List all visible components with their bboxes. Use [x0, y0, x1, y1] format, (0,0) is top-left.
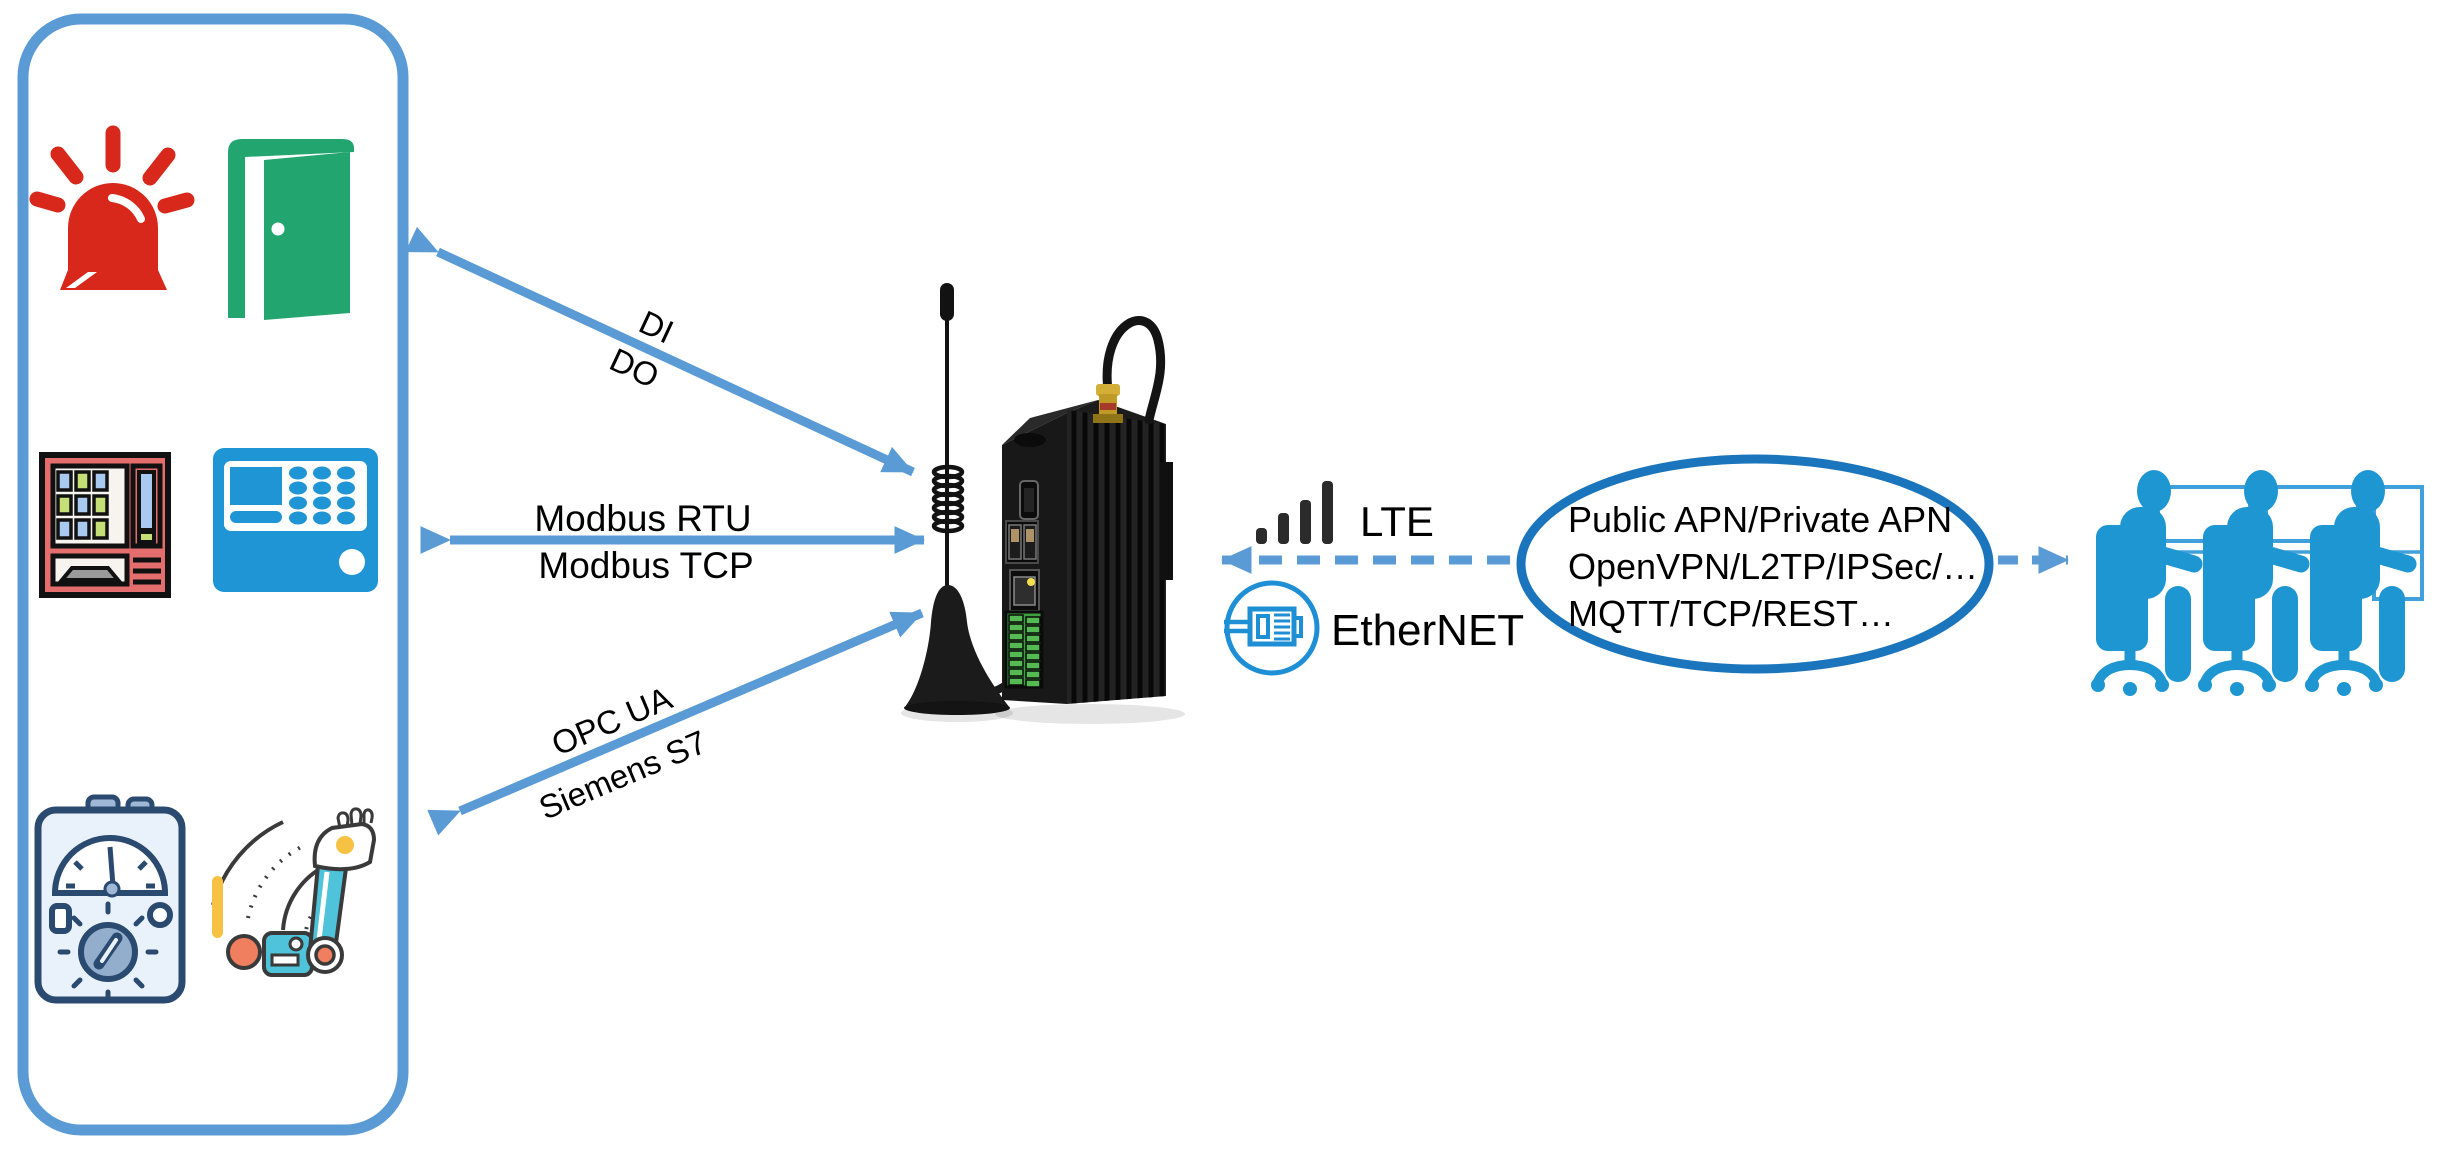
operator-1 [2091, 470, 2194, 696]
terminal-block [1004, 610, 1044, 689]
magnetic-base [904, 585, 1010, 708]
ellipse-line-2: OpenVPN/L2TP/IPSec/… [1568, 546, 1978, 587]
meter-icon [34, 794, 186, 1004]
whip-antenna [904, 283, 1010, 715]
robot-arm-icon [211, 807, 377, 977]
operators-at-desks-icon [2091, 470, 2424, 696]
alarm-light-icon [29, 125, 195, 290]
arrow-opc [427, 608, 924, 836]
ellipse-line-1: Public APN/Private APN [1568, 499, 1952, 540]
ethernet-plug-icon [1224, 580, 1320, 676]
protocol-ellipse: Public APN/Private APN OpenVPN/L2TP/IPSe… [1516, 454, 1994, 674]
monitor-icon [2156, 485, 2424, 601]
gateway-device [901, 283, 1185, 724]
hdmi-port [1019, 480, 1039, 520]
label-lte: LTE [1360, 498, 1434, 545]
vending-machine-icon [39, 452, 171, 598]
mounting-tab [1160, 462, 1173, 580]
sma-pigtail-cable [1093, 316, 1166, 425]
operator-2 [2198, 470, 2301, 696]
top-knob [1014, 433, 1046, 447]
operator-3 [2305, 470, 2408, 696]
field-devices-panel [17, 13, 409, 1136]
door-icon [228, 139, 354, 320]
ethernet-port [1009, 569, 1040, 612]
arrow-di-do [405, 226, 915, 477]
cooling-fins [1071, 410, 1165, 704]
label-modbus-tcp: Modbus TCP [538, 545, 753, 586]
label-ethernet: EtherNET [1331, 606, 1524, 655]
ellipse-line-3: MQTT/TCP/REST… [1568, 593, 1894, 634]
lte-signal-icon [1256, 481, 1333, 544]
label-modbus-rtu: Modbus RTU [534, 498, 751, 539]
antenna-coil [931, 464, 965, 534]
usb-ports [1005, 520, 1039, 564]
control-panel-icon [213, 448, 378, 592]
